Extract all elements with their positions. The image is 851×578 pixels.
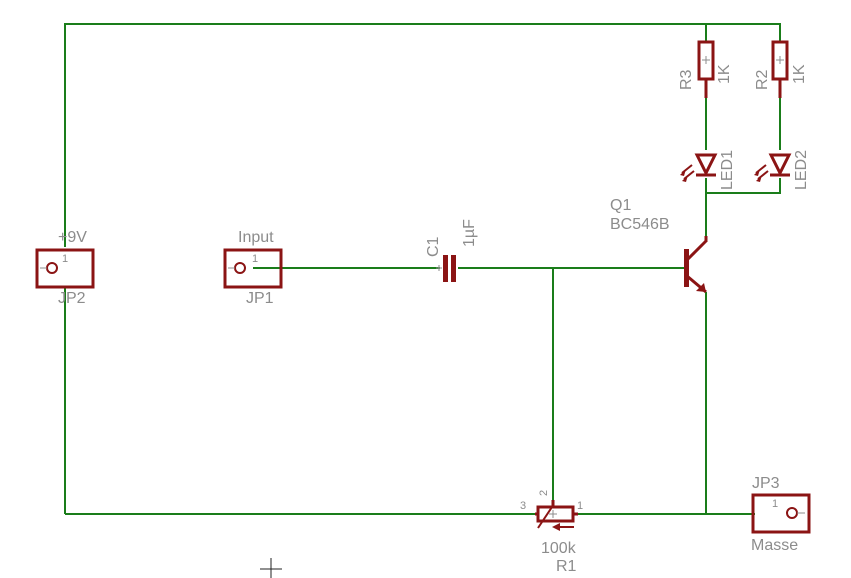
q1-name-label: Q1	[610, 197, 631, 214]
jp2-pin-number: 1	[62, 253, 68, 265]
wires	[64, 23, 781, 515]
r1-potentiometer[interactable]: 3 2 1 100k R1	[520, 490, 583, 575]
crosshair-cursor-icon	[260, 558, 282, 578]
jp2-name-label: JP2	[58, 290, 86, 307]
r1-value-label: 100k	[541, 540, 577, 557]
r3-value-label: 1K	[716, 64, 733, 84]
c1-name-label: C1	[425, 236, 442, 257]
jp3-connector[interactable]: 1 JP3 Masse	[751, 475, 811, 554]
jp1-value-label: Input	[238, 229, 274, 246]
q1-value-label: BC546B	[610, 216, 670, 233]
led1-diode[interactable]: LED1	[680, 150, 736, 190]
led1-name-label: LED1	[719, 150, 736, 190]
led2-diode[interactable]: LED2	[754, 150, 810, 190]
r3-resistor[interactable]: R3 1K	[678, 40, 733, 98]
r1-name-label: R1	[556, 558, 577, 575]
jp1-pin-number: 1	[252, 253, 258, 265]
jp3-value-label: Masse	[751, 537, 798, 554]
wire-led-join	[705, 178, 781, 194]
jp3-pin-number: 1	[772, 498, 778, 510]
q1-transistor[interactable]: Q1 BC546B	[610, 197, 708, 294]
r2-name-label: R2	[754, 69, 771, 90]
jp1-name-label: JP1	[246, 290, 274, 307]
c1-capacitor[interactable]: C1 1µF	[425, 219, 478, 282]
r2-value-label: 1K	[791, 64, 808, 84]
r1-pin-1: 1	[577, 500, 583, 512]
jp3-name-label: JP3	[752, 475, 780, 492]
led2-name-label: LED2	[793, 150, 810, 190]
jp2-value-label: +9V	[58, 229, 87, 246]
r1-pin-3: 3	[520, 500, 526, 512]
r2-resistor[interactable]: R2 1K	[754, 40, 808, 98]
c1-value-label: 1µF	[461, 219, 478, 247]
wire-top-rail	[64, 23, 781, 247]
r1-pin-2: 2	[538, 490, 550, 496]
jp2-connector[interactable]: 1 +9V JP2	[35, 229, 95, 307]
r3-name-label: R3	[678, 69, 695, 90]
jp1-connector[interactable]: 1 Input JP1	[223, 229, 283, 307]
